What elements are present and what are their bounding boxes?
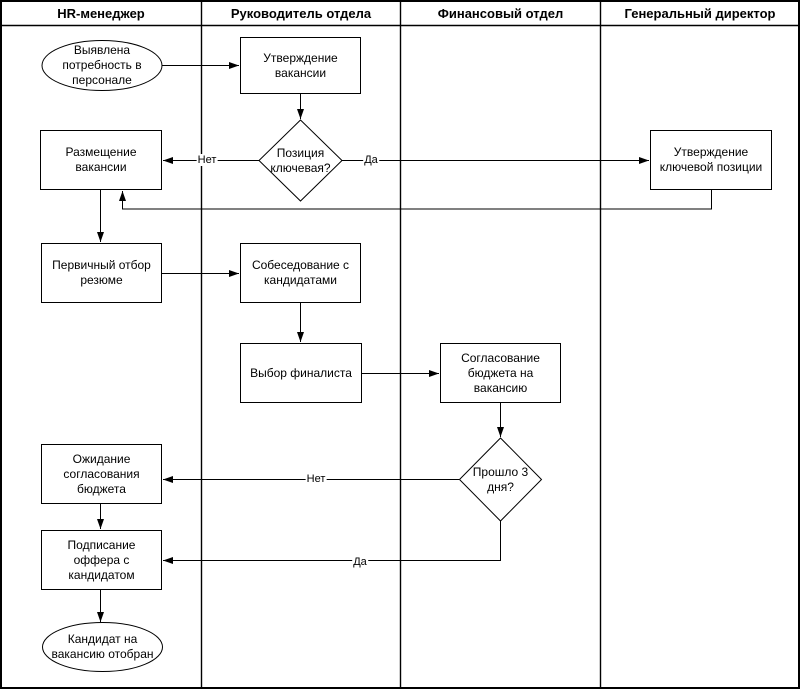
node-wait-budget: Ожидание согласования бюджета bbox=[41, 444, 162, 504]
edge-key-approval-to-post-vacancy bbox=[119, 190, 712, 210]
edge-decision-yes-to-sign-offer bbox=[163, 521, 501, 564]
terminator-end-shape bbox=[42, 622, 163, 672]
decision-three-days-shape bbox=[458, 437, 543, 522]
terminator-start-shape bbox=[41, 40, 163, 91]
edge-label-no-three-days: Нет bbox=[305, 473, 327, 485]
decision-key-position-shape bbox=[258, 119, 343, 202]
node-end: Кандидат на вакансию отобран bbox=[51, 632, 154, 661]
lane-header-general-director: Генеральный директор bbox=[624, 5, 776, 21]
edges-group bbox=[97, 62, 712, 622]
node-approve-key-position: Утверждение ключевой позиции bbox=[650, 130, 772, 190]
shapes-group bbox=[41, 40, 543, 672]
node-start: Выявлена потребность в персонале bbox=[62, 42, 142, 87]
lane-header-finance-department: Финансовый отдел bbox=[437, 5, 564, 21]
node-interview-candidates: Собеседование с кандидатами bbox=[240, 243, 361, 303]
node-sign-offer: Подписание оффера с кандидатом bbox=[41, 530, 162, 590]
lane-header-hr-manager: HR-менеджер bbox=[57, 5, 145, 21]
node-approve-vacancy: Утверждение вакансии bbox=[240, 37, 361, 94]
edge-label-yes-three-days: Да bbox=[352, 556, 368, 568]
node-budget-approval: Согласование бюджета на вакансию bbox=[440, 343, 561, 403]
edge-label-no-key-position: Нет bbox=[196, 154, 218, 166]
node-choose-finalist: Выбор финалиста bbox=[240, 343, 362, 403]
lane-header-department-head: Руководитель отдела bbox=[230, 5, 372, 21]
node-key-position-decision: Позиция ключевая? bbox=[270, 145, 331, 175]
edge-label-yes-key-position: Да bbox=[363, 154, 379, 166]
node-resume-screening: Первичный отбор резюме bbox=[41, 243, 162, 303]
node-three-days-decision: Прошло 3 дня? bbox=[472, 464, 529, 494]
node-post-vacancy: Размещение вакансии bbox=[40, 130, 162, 190]
